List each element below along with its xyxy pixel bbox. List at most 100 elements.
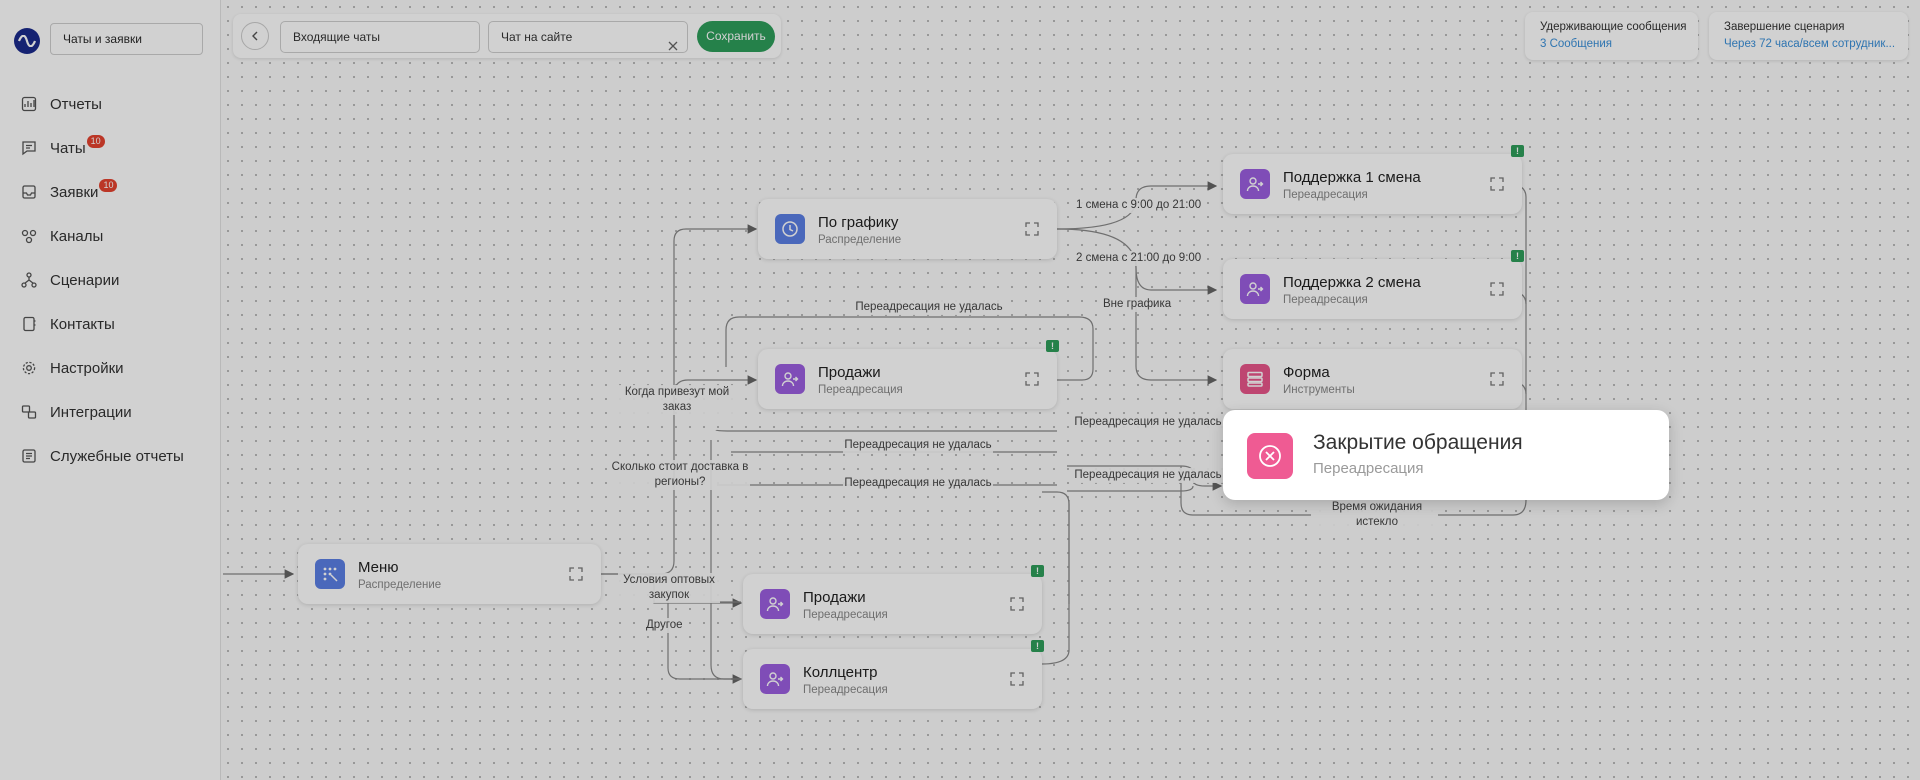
gear-icon: [20, 359, 38, 377]
node-title: Продажи: [803, 589, 866, 606]
scenario-end-title: Завершение сценария: [1724, 21, 1845, 33]
hold-messages-card[interactable]: Удерживающие сообщения 3 Сообщения: [1525, 12, 1698, 60]
node-title: Продажи: [818, 364, 881, 381]
node-schedule[interactable]: По графику Распределение: [758, 199, 1057, 259]
expand-icon[interactable]: [1010, 672, 1024, 686]
user-redirect-icon: [1240, 274, 1270, 304]
flag-icon: !: [1046, 340, 1059, 352]
edge-label-other: Другое: [646, 618, 683, 633]
report-icon: [20, 447, 38, 465]
edge-label-order: Когда привезут мой заказ: [618, 385, 736, 415]
sidebar-item-service-reports[interactable]: Служебные отчеты: [0, 434, 220, 478]
flag-icon: !: [1511, 250, 1524, 262]
node-title: Коллцентр: [803, 664, 878, 681]
edge-label-redirect-failed-top: Переадресация не удалась: [851, 300, 1007, 315]
edge-label-shift1: 1 смена с 9:00 до 21:00: [1076, 198, 1202, 213]
chart-icon: [20, 95, 38, 113]
edge-label-off-schedule: Вне графика: [1103, 297, 1172, 312]
connection-lines: [223, 181, 1527, 684]
expand-icon[interactable]: [1490, 177, 1504, 191]
sidebar-item-integrations[interactable]: Интеграции: [0, 390, 220, 434]
node-title: Поддержка 1 смена: [1283, 169, 1421, 186]
sidebar-item-label: Чаты: [50, 139, 86, 157]
expand-icon[interactable]: [569, 567, 583, 581]
node-subtitle: Переадресация: [803, 609, 888, 621]
incoming-chats-field[interactable]: Входящие чаты: [280, 21, 480, 53]
workspace-select[interactable]: Чаты и заявки: [50, 23, 203, 55]
menu-icon: [315, 559, 345, 589]
chat-icon: [20, 139, 38, 157]
logo-icon[interactable]: [14, 28, 40, 54]
hold-messages-link[interactable]: 3 Сообщения: [1540, 38, 1613, 50]
close-icon[interactable]: [668, 32, 678, 62]
flag-icon: !: [1031, 565, 1044, 577]
save-button[interactable]: Сохранить: [697, 21, 775, 52]
integrations-icon: [20, 403, 38, 421]
sidebar-item-settings[interactable]: Настройки: [0, 346, 220, 390]
clock-icon: [775, 214, 805, 244]
edge-label-delivery: Сколько стоит доставка в регионы?: [610, 460, 750, 490]
sidebar-item-chats[interactable]: Чаты 10: [0, 126, 220, 170]
scenario-end-link[interactable]: Через 72 часа/всем сотрудник...: [1724, 38, 1896, 50]
scenario-toolbar: Входящие чаты Чат на сайте Сохранить: [233, 14, 781, 58]
node-subtitle: Переадресация: [803, 684, 888, 696]
node-subtitle: Инструменты: [1283, 384, 1355, 396]
node-subtitle: Распределение: [818, 234, 902, 246]
node-subtitle: Переадресация: [1283, 189, 1368, 201]
form-icon: [1240, 364, 1270, 394]
sidebar-item-label: Настройки: [50, 359, 124, 377]
node-close-request[interactable]: Закрытие обращения Переадресация: [1223, 410, 1669, 500]
user-redirect-icon: [760, 589, 790, 619]
expand-icon[interactable]: [1010, 597, 1024, 611]
edge-label-wholesale: Условия оптовых закупок: [618, 573, 720, 603]
flag-icon: !: [1031, 640, 1044, 652]
sidebar-item-scenarios[interactable]: Сценарии: [0, 258, 220, 302]
node-subtitle: Распределение: [358, 579, 442, 591]
node-title: По графику: [818, 214, 899, 231]
node-sales-2[interactable]: ! Продажи Переадресация: [743, 565, 1044, 634]
node-callcenter[interactable]: ! Коллцентр Переадресация: [743, 640, 1044, 709]
node-subtitle: Переадресация: [818, 384, 903, 396]
node-sales-1[interactable]: ! Продажи Переадресация: [758, 340, 1059, 409]
scenario-canvas[interactable]: 1 смена с 9:00 до 21:00 2 смена с 21:00 …: [221, 0, 1920, 780]
node-menu[interactable]: Меню Распределение: [298, 544, 601, 604]
user-redirect-icon: [760, 664, 790, 694]
requests-badge: 10: [99, 178, 118, 192]
node-title: Меню: [358, 559, 399, 576]
node-support-2[interactable]: ! Поддержка 2 смена Переадресация: [1223, 250, 1524, 319]
channel-field-value: Чат на сайте: [501, 30, 573, 44]
expand-icon[interactable]: [1025, 222, 1039, 236]
node-title: Поддержка 2 смена: [1283, 274, 1421, 291]
expand-icon[interactable]: [1490, 282, 1504, 296]
sidebar: Чаты и заявки Отчеты Чаты 10 Заявки 10 К…: [0, 0, 221, 780]
node-form[interactable]: Форма Инструменты: [1223, 349, 1522, 409]
back-button[interactable]: [241, 22, 269, 50]
sidebar-item-requests[interactable]: Заявки 10: [0, 170, 220, 214]
expand-icon[interactable]: [1025, 372, 1039, 386]
node-title: Закрытие обращения: [1313, 431, 1523, 454]
inbox-icon: [20, 183, 38, 201]
user-redirect-icon: [1240, 169, 1270, 199]
scenario-end-card[interactable]: Завершение сценария Через 72 часа/всем с…: [1709, 12, 1908, 60]
sidebar-item-label: Заявки: [50, 183, 99, 201]
sidebar-item-label: Служебные отчеты: [50, 447, 184, 465]
node-subtitle: Переадресация: [1313, 460, 1424, 477]
node-title: Форма: [1283, 364, 1330, 381]
edge-label-redirect-failed-r2: Переадресация не удалась: [1073, 468, 1223, 483]
channel-field[interactable]: Чат на сайте: [488, 21, 688, 53]
sidebar-item-label: Отчеты: [50, 95, 102, 113]
chats-badge: 10: [86, 134, 105, 148]
edge-label-redirect-failed-mid1: Переадресация не удалась: [843, 438, 993, 453]
node-support-1[interactable]: ! Поддержка 1 смена Переадресация: [1223, 145, 1524, 214]
sidebar-item-label: Сценарии: [50, 271, 120, 289]
contacts-icon: [20, 315, 38, 333]
sidebar-nav: Отчеты Чаты 10 Заявки 10 Каналы Сценарии…: [0, 82, 220, 478]
edge-label-redirect-failed-r1: Переадресация не удалась: [1073, 415, 1223, 430]
edge-label-redirect-failed-mid2: Переадресация не удалась: [843, 476, 993, 491]
sidebar-item-reports[interactable]: Отчеты: [0, 82, 220, 126]
close-circle-icon: [1247, 433, 1293, 479]
sidebar-item-label: Контакты: [50, 315, 115, 333]
expand-icon[interactable]: [1490, 372, 1504, 386]
sidebar-item-contacts[interactable]: Контакты: [0, 302, 220, 346]
sidebar-item-channels[interactable]: Каналы: [0, 214, 220, 258]
